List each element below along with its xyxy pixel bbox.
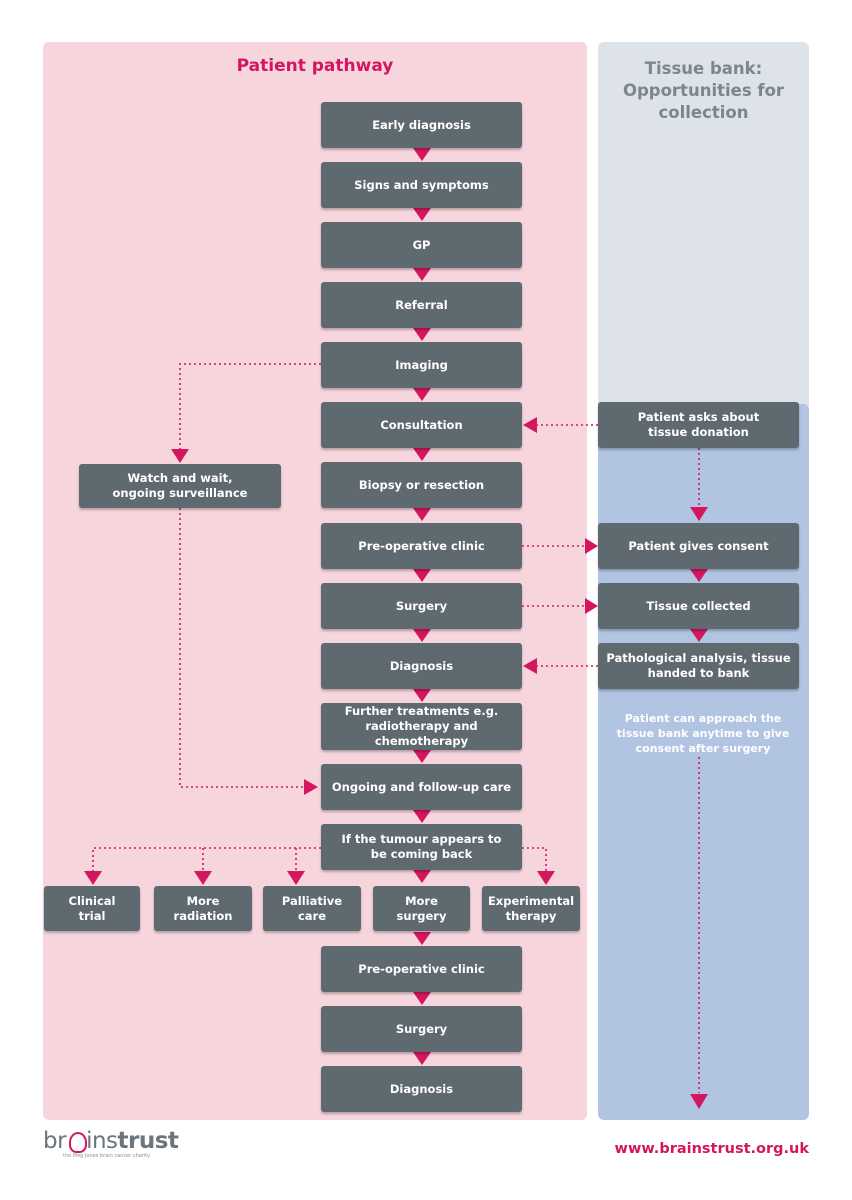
step-label-line: be coming back xyxy=(370,847,473,861)
tissue-label: Patient gives consent xyxy=(628,538,769,553)
logo-text-bold: trust xyxy=(117,1128,179,1154)
step-label-line: radiotherapy and chemotherapy xyxy=(365,719,478,748)
tissue-patient-asks: Patient asks about tissue donation xyxy=(598,402,799,448)
step-early-diagnosis: Early diagnosis xyxy=(321,102,522,148)
tissue-collected: Tissue collected xyxy=(598,583,799,629)
step-label-line: If the tumour appears to xyxy=(341,832,502,846)
step-watch-and-wait: Watch and wait, ongoing surveillance xyxy=(79,464,281,508)
step-signs-and-symptoms: Signs and symptoms xyxy=(321,162,522,208)
tissue-bank-title-line: Opportunities for xyxy=(622,81,785,100)
dotted-arrowheads xyxy=(84,417,708,1109)
step-ongoing-care: Ongoing and follow-up care xyxy=(321,764,522,810)
step-tumour-returning: If the tumour appears to be coming back xyxy=(321,824,522,870)
tissue-label: Tissue collected xyxy=(646,598,751,613)
option-label-line: Experimental xyxy=(487,893,575,908)
tissue-label-line: handed to bank xyxy=(647,666,750,680)
step-surgery-2: Surgery xyxy=(321,1006,522,1052)
step-pre-operative-clinic-2: Pre-operative clinic xyxy=(321,946,522,992)
step-label: Pre-operative clinic xyxy=(358,961,485,976)
option-experimental-therapy: Experimental therapy xyxy=(482,886,580,931)
option-label-line: surgery xyxy=(396,908,447,923)
tissue-pathological-analysis: Pathological analysis, tissue handed to … xyxy=(598,643,799,689)
head-icon xyxy=(69,1132,87,1153)
tissue-label-line: Pathological analysis, tissue xyxy=(606,651,791,665)
option-label-line: More xyxy=(186,893,220,908)
option-clinical-trial: Clinical trial xyxy=(44,886,140,931)
main-flow-arrows xyxy=(413,148,708,1065)
option-label-line: radiation xyxy=(173,908,233,923)
option-more-surgery: More surgery xyxy=(373,886,470,931)
note-line: consent after surgery xyxy=(635,742,771,755)
step-consultation: Consultation xyxy=(321,402,522,448)
option-label-line: Clinical xyxy=(68,893,116,908)
step-label: Diagnosis xyxy=(389,658,454,673)
step-biopsy-or-resection: Biopsy or resection xyxy=(321,462,522,508)
step-label: Referral xyxy=(395,297,448,312)
step-label: Early diagnosis xyxy=(372,117,471,132)
step-label-line: Watch and wait, xyxy=(127,471,233,485)
option-label-line: More xyxy=(405,893,438,908)
tissue-bank-note: Patient can approach the tissue bank any… xyxy=(608,711,798,756)
step-label: Imaging xyxy=(395,357,448,372)
website-link[interactable]: www.brainstrust.org.uk xyxy=(614,1141,809,1157)
tissue-label-line: Patient asks about xyxy=(637,410,760,424)
step-diagnosis: Diagnosis xyxy=(321,643,522,689)
tissue-bank-title-line: collection xyxy=(658,103,749,122)
step-label: Surgery xyxy=(395,598,448,613)
patient-pathway-panel xyxy=(43,42,587,1120)
note-line: Patient can approach the xyxy=(624,712,782,725)
step-label: Surgery xyxy=(395,1021,448,1036)
tissue-patient-gives-consent: Patient gives consent xyxy=(598,523,799,569)
logo-text: ins xyxy=(86,1128,118,1154)
step-label: Consultation xyxy=(380,417,463,432)
tissue-label-line: tissue donation xyxy=(648,425,749,439)
option-palliative-care: Palliative care xyxy=(263,886,361,931)
tissue-bank-title: Tissue bank: Opportunities for collectio… xyxy=(598,58,809,124)
step-further-treatments: Further treatments e.g. radiotherapy and… xyxy=(321,703,522,750)
option-label-line: Palliative xyxy=(281,893,343,908)
logo-tagline: the Meg Jones brain cancer charity xyxy=(63,1153,151,1159)
step-gp: GP xyxy=(321,222,522,268)
logo-text: br xyxy=(43,1128,67,1154)
option-more-radiation: More radiation xyxy=(154,886,252,931)
step-label: Ongoing and follow-up care xyxy=(331,779,512,794)
tissue-bank-header-panel xyxy=(598,42,809,422)
step-referral: Referral xyxy=(321,282,522,328)
patient-pathway-title: Patient pathway xyxy=(236,56,394,76)
option-label-line: therapy xyxy=(505,908,557,923)
note-line: tissue bank anytime to give xyxy=(616,727,790,740)
step-diagnosis-2: Diagnosis xyxy=(321,1066,522,1112)
step-label: Signs and symptoms xyxy=(354,177,489,192)
option-label-line: trial xyxy=(78,908,106,923)
step-label: Pre-operative clinic xyxy=(358,538,485,553)
step-surgery: Surgery xyxy=(321,583,522,629)
step-label-line: Further treatments e.g. xyxy=(344,704,499,718)
step-pre-operative-clinic: Pre-operative clinic xyxy=(321,523,522,569)
step-label: GP xyxy=(412,237,431,252)
step-label-line: ongoing surveillance xyxy=(112,486,248,500)
step-label: Diagnosis xyxy=(389,1081,454,1096)
step-label: Biopsy or resection xyxy=(358,477,485,492)
option-label-line: care xyxy=(297,908,327,923)
step-imaging: Imaging xyxy=(321,342,522,388)
tissue-bank-title-line: Tissue bank: xyxy=(644,59,763,78)
